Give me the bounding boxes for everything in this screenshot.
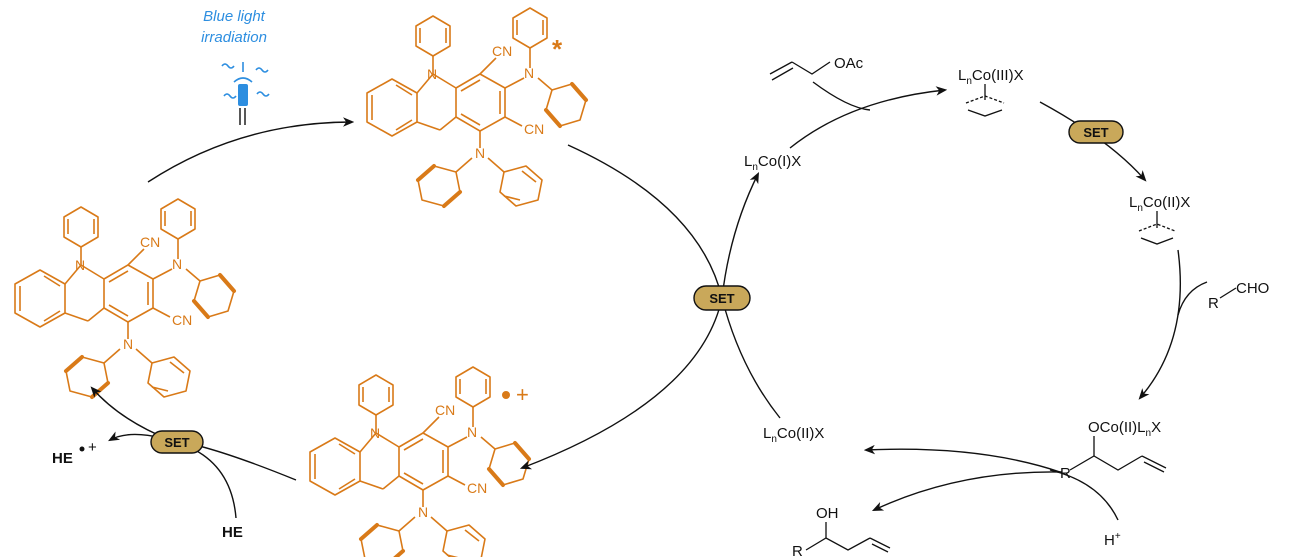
- arrow-proton-in: [1049, 469, 1119, 521]
- photocatalyst-radical-cation: N N N CN CN: [308, 365, 531, 557]
- carbazole-n-label: N: [75, 257, 85, 273]
- set-label: SET: [1083, 125, 1108, 140]
- aldehyde: R CHO: [1208, 280, 1269, 312]
- arrow-set-to-co1: [721, 171, 760, 299]
- cn-label-top: CN: [140, 234, 160, 250]
- set-badge-reductant: SET: [150, 430, 204, 454]
- set-label: SET: [164, 435, 189, 450]
- amine-n-label-upper: N: [172, 256, 182, 272]
- set-badge-cobalt: SET: [1068, 120, 1124, 144]
- carbazole-n-label: N: [427, 66, 437, 82]
- co3-allyl-ligand: [965, 84, 1005, 117]
- arrow-product-out: [871, 471, 1063, 511]
- co2-species: LnCo(II)X: [763, 425, 824, 445]
- light-label-line2: irradiation: [201, 29, 267, 46]
- light-bulb-icon: [221, 62, 270, 125]
- carbazole-n-label: N: [370, 425, 380, 441]
- photocatalyst-excited-state: N N N CN CN: [365, 6, 588, 208]
- set-badge-center: SET: [693, 285, 751, 311]
- alkoxide-r: R: [1060, 465, 1071, 482]
- co3-allyl-species: LnCo(III)X: [958, 67, 1024, 87]
- arrow-aldehyde-in: [1177, 281, 1208, 316]
- cn-label-bottom: CN: [172, 312, 192, 328]
- aldehyde-cho: CHO: [1236, 280, 1269, 297]
- arrow-set-to-radical-cation: [519, 297, 723, 470]
- amine-n-label-lower: N: [418, 504, 428, 520]
- arrow-co2-to-alkoxide: [1138, 249, 1181, 400]
- aldehyde-r: R: [1208, 295, 1219, 312]
- cobalt-alkoxide-intermediate: OCo(II)LnX R: [1060, 419, 1167, 482]
- product-r: R: [792, 543, 803, 557]
- co1-species: LnCo(I)X: [744, 153, 801, 173]
- co2-allyl-species: LnCo(II)X: [1129, 194, 1190, 214]
- set-label: SET: [709, 291, 734, 306]
- radical-cation-plus: +: [516, 382, 529, 407]
- cn-label-top: CN: [492, 43, 512, 59]
- co2-allyl-ligand: [1138, 211, 1176, 245]
- arrow-he-in: [194, 449, 237, 519]
- he-radical-plus: +: [88, 439, 97, 456]
- arrow-co2-to-set: [721, 297, 781, 419]
- allyl-acetate: OAc: [769, 55, 864, 81]
- he-radical-label: HE: [52, 450, 73, 467]
- amine-n-label-lower: N: [123, 336, 133, 352]
- alkoxide-label: OCo(II)LnX: [1088, 419, 1161, 439]
- arrow-co1-to-co3: [789, 86, 948, 149]
- arrow-allyl-acetate-in: [812, 81, 871, 111]
- homoallylic-alcohol-product: OH R: [792, 505, 891, 557]
- he-reductant: HE: [222, 524, 243, 541]
- allyl-acetate-oac: OAc: [834, 55, 864, 72]
- proton: H+: [1104, 531, 1121, 549]
- cn-label-bottom: CN: [524, 121, 544, 137]
- amine-n-label-upper: N: [524, 65, 534, 81]
- amine-n-label-upper: N: [467, 424, 477, 440]
- he-radical-dot: [79, 446, 85, 452]
- arrow-excited-to-set: [567, 144, 723, 299]
- radical-dot: [502, 391, 510, 399]
- arrow-excitation: [147, 117, 355, 183]
- amine-n-label-lower: N: [475, 145, 485, 161]
- he-radical-cation: HE +: [52, 439, 97, 467]
- photocatalyst-ground-state: N N N CN CN: [13, 197, 236, 399]
- arrow-alkoxide-to-co2: [863, 444, 1061, 473]
- cn-label-top: CN: [435, 402, 455, 418]
- cn-label-bottom: CN: [467, 480, 487, 496]
- product-oh: OH: [816, 505, 839, 522]
- excited-state-mark: *: [552, 34, 563, 64]
- light-label-line1: Blue light: [203, 8, 266, 25]
